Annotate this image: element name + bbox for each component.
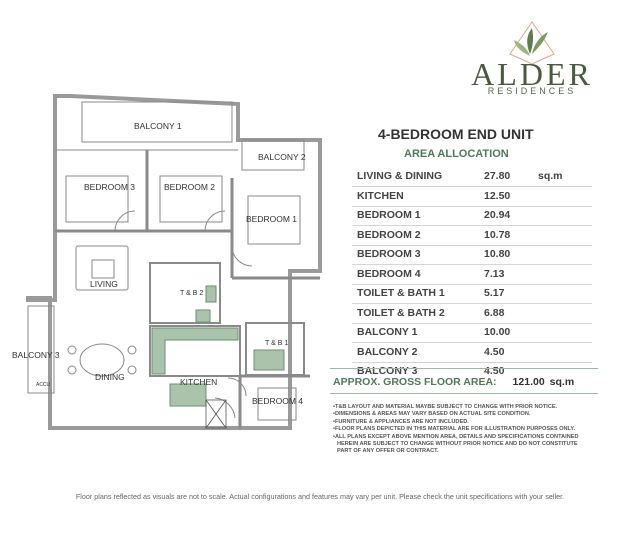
row-divider bbox=[352, 244, 592, 246]
divider bbox=[330, 368, 598, 369]
area-label: TOILET & BATH 1 bbox=[357, 287, 445, 299]
area-label: TOILET & BATH 2 bbox=[357, 306, 445, 319]
area-label: BALCONY 2 bbox=[357, 345, 418, 358]
area-row: LIVING & DINING 27.80 sq.m bbox=[357, 170, 587, 188]
label-tb2: T & B 2 bbox=[180, 290, 204, 297]
row-divider bbox=[352, 361, 592, 363]
area-value: 10.00 bbox=[484, 326, 511, 338]
note: •FLOOR PLANS DEPICTED IN THIS MATERIAL A… bbox=[333, 426, 576, 433]
label-bedroom-1: BEDROOM 1 bbox=[246, 214, 298, 224]
label-kitchen: KITCHEN bbox=[180, 377, 218, 387]
area-value: 7.13 bbox=[484, 267, 505, 280]
note: PART OF ANY OFFER OR CONTRACT. bbox=[337, 448, 439, 455]
area-row: BEDROOM 3 10.80 bbox=[357, 248, 587, 266]
label-bedroom-4: BEDROOM 4 bbox=[252, 396, 304, 406]
unit-title: 4-BEDROOM END UNIT bbox=[378, 126, 534, 142]
area-label: BEDROOM 1 bbox=[357, 209, 421, 221]
area-label: BEDROOM 3 bbox=[357, 248, 421, 260]
area-value: 10.80 bbox=[484, 248, 511, 260]
row-divider bbox=[352, 342, 592, 343]
area-label: BALCONY 1 bbox=[357, 326, 418, 338]
label-dining: DINING bbox=[95, 372, 125, 382]
area-row: TOILET & BATH 2 6.88 bbox=[357, 307, 587, 325]
note: •FURNITURE & APPLIANCES ARE NOT INCLUDED… bbox=[333, 418, 469, 425]
area-row: BEDROOM 2 10.78 bbox=[357, 229, 587, 247]
area-heading: AREA ALLOCATION bbox=[404, 148, 509, 160]
brand-sub: RESIDENCES bbox=[487, 86, 577, 96]
area-value: 4.50 bbox=[484, 345, 505, 358]
footer-disclaimer: Floor plans reflected as visuals are not… bbox=[75, 492, 565, 501]
label-balcony-3: BALCONY 3 bbox=[12, 350, 60, 360]
label-living: LIVING bbox=[90, 279, 118, 289]
gross-unit: sq.m bbox=[549, 376, 575, 388]
area-value: 5.17 bbox=[484, 287, 505, 299]
area-row: KITCHEN 12.50 bbox=[357, 190, 587, 208]
row-divider bbox=[352, 264, 592, 265]
label-bedroom-3: BEDROOM 3 bbox=[84, 182, 136, 192]
note: •ALL PLANS EXCEPT ABOVE MENTION AREA, DE… bbox=[333, 433, 579, 440]
label-bedroom-2: BEDROOM 2 bbox=[164, 182, 216, 192]
gross-area: APPROX. GROSS FLOOR AREA: 121.00 sq.m bbox=[333, 376, 574, 388]
area-row: BALCONY 2 4.50 bbox=[357, 346, 587, 364]
area-unit: sq.m bbox=[538, 170, 563, 182]
note: HEREIN ARE SUBJECT TO CHANGE WITHOUT PRI… bbox=[337, 441, 578, 448]
area-row: TOILET & BATH 1 5.17 bbox=[357, 287, 587, 305]
divider bbox=[330, 393, 598, 394]
row-divider bbox=[352, 322, 592, 324]
area-value: 27.80 bbox=[484, 170, 511, 182]
area-row: BEDROOM 4 7.13 bbox=[357, 268, 587, 286]
row-divider bbox=[352, 283, 592, 285]
label-accu: ACCU bbox=[36, 382, 51, 388]
area-row: BALCONY 1 10.00 bbox=[357, 326, 587, 344]
area-value: 10.78 bbox=[484, 228, 511, 241]
floor-plan bbox=[26, 94, 322, 430]
row-divider bbox=[352, 186, 592, 187]
row-divider bbox=[352, 303, 592, 304]
leaf-logo-icon bbox=[509, 21, 555, 65]
label-balcony-2: BALCONY 2 bbox=[258, 152, 306, 162]
notes-list: •T&B LAYOUT AND MATERIAL MAYBE SUBJECT T… bbox=[333, 404, 618, 456]
row-divider bbox=[352, 225, 592, 226]
label-balcony-1: BALCONY 1 bbox=[134, 121, 182, 131]
note: •T&B LAYOUT AND MATERIAL MAYBE SUBJECT T… bbox=[333, 404, 558, 410]
area-value: 20.94 bbox=[484, 209, 511, 221]
area-value: 6.88 bbox=[484, 306, 505, 319]
note: •DIMENSIONS & AREAS MAY VARY BASED ON AC… bbox=[333, 411, 531, 418]
brand-name: ALDER bbox=[471, 56, 593, 92]
area-label: BEDROOM 2 bbox=[357, 228, 421, 241]
label-tb1: T & B 1 bbox=[265, 340, 289, 347]
gross-value: 121.00 bbox=[512, 376, 545, 388]
area-value: 12.50 bbox=[484, 189, 511, 202]
gross-label: APPROX. GROSS FLOOR AREA: bbox=[333, 376, 497, 388]
area-label: LIVING & DINING bbox=[357, 170, 443, 182]
row-divider bbox=[352, 205, 592, 207]
area-label: BEDROOM 4 bbox=[357, 267, 421, 280]
area-row: BEDROOM 1 20.94 bbox=[357, 209, 587, 227]
area-label: KITCHEN bbox=[357, 189, 404, 202]
